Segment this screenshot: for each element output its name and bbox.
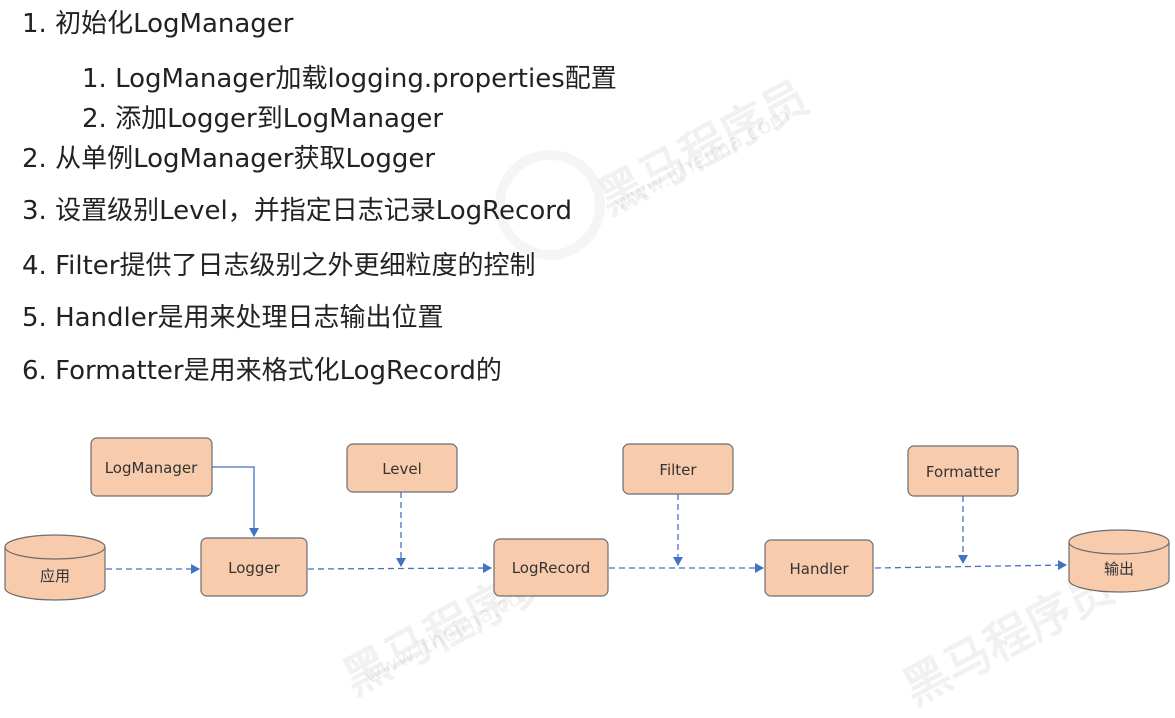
node-output-label: 输出 bbox=[1104, 560, 1134, 578]
step-handler: 5. Handler是用来处理日志输出位置 bbox=[22, 303, 444, 333]
logmanager-box bbox=[90, 437, 213, 497]
node-logmanager: LogManager bbox=[90, 437, 213, 497]
node-filter: Filter bbox=[622, 443, 734, 495]
connectors bbox=[106, 466, 1067, 574]
node-logger: Logger bbox=[200, 537, 308, 597]
substep-load-properties: 1. LogManager加载logging.properties配置 bbox=[82, 64, 617, 94]
arrow-logmanager-to-logger bbox=[212, 466, 259, 537]
arrow-handler-to-output bbox=[874, 560, 1067, 571]
handler-box bbox=[764, 539, 874, 597]
logrecord-box bbox=[493, 538, 609, 597]
step-formatter: 6. Formatter是用来格式化LogRecord的 bbox=[22, 356, 502, 386]
node-level: Level bbox=[346, 443, 458, 493]
node-output: 输出 bbox=[1068, 529, 1170, 593]
node-app-label: 应用 bbox=[40, 567, 70, 585]
node-app: 应用 bbox=[4, 534, 106, 601]
substep-add-logger: 2. 添加Logger到LogManager bbox=[82, 104, 444, 134]
node-handler: Handler bbox=[764, 539, 874, 597]
node-logrecord-label: LogRecord bbox=[512, 559, 591, 577]
node-level-label: Level bbox=[382, 460, 422, 478]
node-logger-label: Logger bbox=[228, 559, 281, 577]
step-set-level: 3. 设置级别Level，并指定日志记录LogRecord bbox=[22, 196, 572, 226]
formatter-box bbox=[907, 445, 1019, 497]
app-cylinder-top bbox=[4, 534, 106, 560]
logger-box bbox=[200, 537, 308, 597]
filter-box bbox=[622, 443, 734, 495]
node-handler-label: Handler bbox=[789, 560, 849, 578]
node-filter-label: Filter bbox=[659, 461, 697, 479]
watermark-logo-ring bbox=[495, 150, 605, 260]
step-init-logmanager: 1. 初始化LogManager bbox=[22, 9, 294, 39]
step-get-logger: 2. 从单例LogManager获取Logger bbox=[22, 144, 436, 174]
node-logmanager-label: LogManager bbox=[105, 459, 198, 477]
node-formatter: Formatter bbox=[907, 445, 1019, 497]
arrow-logger-to-logrecord bbox=[307, 563, 492, 574]
logging-flow-diagram: 应用 LogManager Logger Level LogRecord Fil… bbox=[4, 437, 1170, 601]
output-cylinder-body bbox=[1068, 542, 1170, 593]
step-filter: 4. Filter提供了日志级别之外更细粒度的控制 bbox=[22, 251, 536, 281]
node-formatter-label: Formatter bbox=[926, 463, 1001, 481]
level-box bbox=[346, 443, 458, 493]
node-logrecord: LogRecord bbox=[493, 538, 609, 597]
app-cylinder-body bbox=[4, 547, 106, 601]
output-cylinder-top bbox=[1068, 529, 1170, 555]
